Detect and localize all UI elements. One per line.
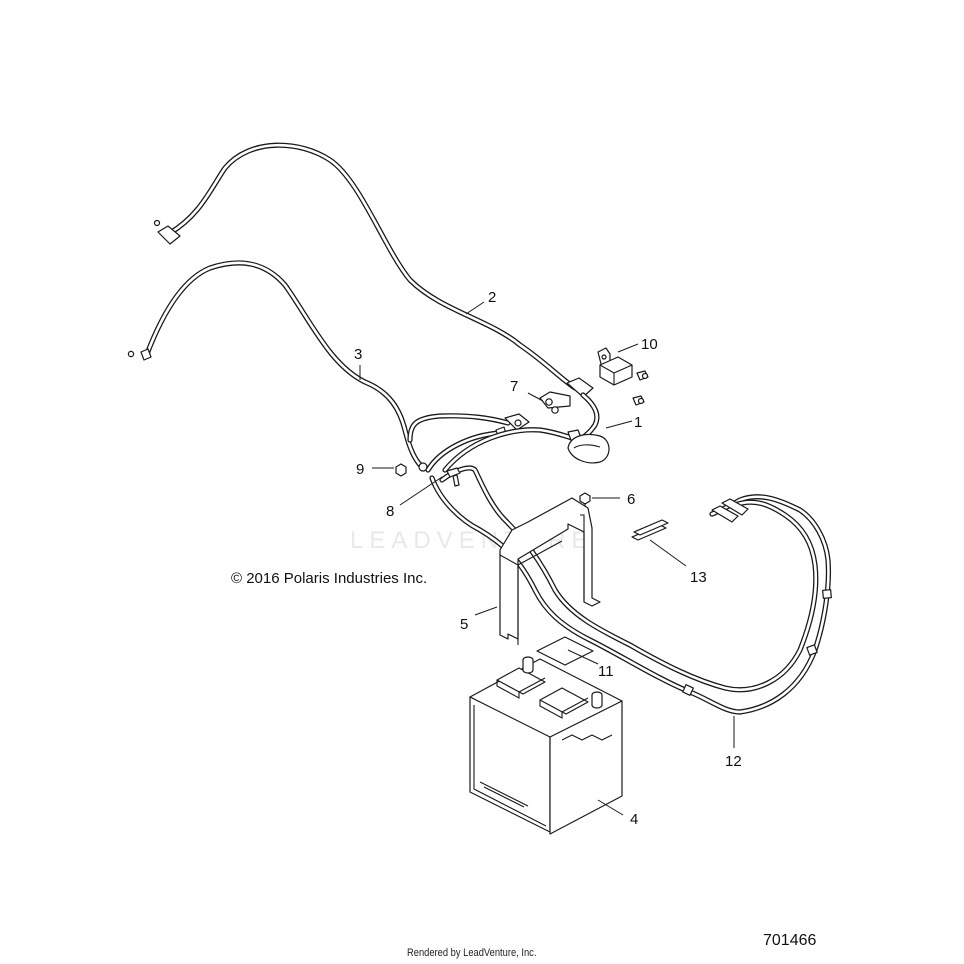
callout-7[interactable]: 7 <box>510 378 518 395</box>
cable-2[interactable] <box>153 142 594 398</box>
connector-7 <box>539 391 571 409</box>
cable-3-terminal <box>140 348 152 361</box>
part-5-bracket[interactable] <box>499 497 601 645</box>
fastener-10-a[interactable] <box>636 370 649 381</box>
callout-1[interactable]: 1 <box>634 414 642 431</box>
part-13-strip[interactable] <box>631 519 669 541</box>
battery-terminal-neg <box>522 656 534 674</box>
callout-9[interactable]: 9 <box>356 461 364 478</box>
copyright-notice: © 2016 Polaris Industries Inc. <box>231 570 428 587</box>
diagram-number: 701466 <box>763 932 817 949</box>
callout-13[interactable]: 13 <box>690 569 707 586</box>
callout-6[interactable]: 6 <box>627 491 635 508</box>
part-10-relay[interactable] <box>597 347 633 386</box>
cable-3[interactable] <box>127 260 428 472</box>
callout-3[interactable]: 3 <box>354 346 362 363</box>
callout-5[interactable]: 5 <box>460 616 468 633</box>
callout-10[interactable]: 10 <box>641 336 658 353</box>
cable-2-terminal <box>157 225 181 245</box>
callout-11[interactable]: 11 <box>598 663 614 680</box>
cable-12[interactable] <box>429 427 832 715</box>
cable-2-connector <box>566 377 594 398</box>
branch-cables[interactable] <box>407 413 530 473</box>
cable-12-terminal-a <box>711 505 739 523</box>
battery-terminal-pos <box>591 691 603 709</box>
callout-8[interactable]: 8 <box>386 503 394 520</box>
cable-12-terminal-b <box>721 498 749 516</box>
nut-7-a[interactable] <box>545 398 553 406</box>
nut-9[interactable] <box>395 463 407 477</box>
part-11-label[interactable] <box>536 636 594 666</box>
callout-12[interactable]: 12 <box>725 753 742 770</box>
fastener-10-b[interactable] <box>632 395 645 406</box>
leader-lines <box>359 301 735 816</box>
rendered-by-footer: Rendered by LeadVenture, Inc. <box>407 947 537 959</box>
callout-4[interactable]: 4 <box>630 811 638 828</box>
part-4-battery[interactable] <box>469 656 623 835</box>
nut-7-b[interactable] <box>551 406 559 414</box>
callout-2[interactable]: 2 <box>488 289 496 306</box>
bolt-8[interactable] <box>446 467 461 487</box>
